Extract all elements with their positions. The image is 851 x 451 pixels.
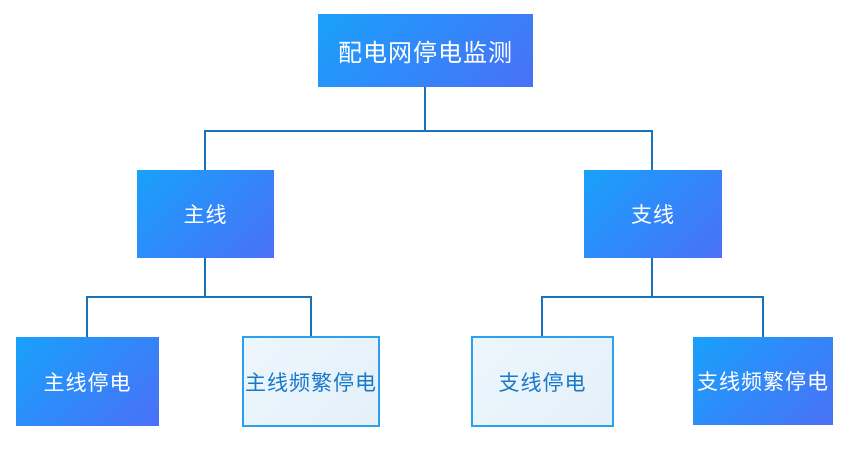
connector-line (204, 130, 206, 170)
connector-line (651, 258, 653, 298)
connector-line (762, 296, 764, 337)
connector-line (541, 296, 543, 336)
node-main-line-outage[interactable]: 主线停电 (16, 337, 159, 426)
node-branch-line-frequent-outage[interactable]: 支线频繁停电 (693, 337, 833, 425)
connector-line (651, 130, 653, 170)
connector-line (86, 296, 88, 337)
node-branch-line[interactable]: 支线 (584, 170, 722, 258)
node-main-line[interactable]: 主线 (137, 170, 274, 258)
node-branch-line-outage[interactable]: 支线停电 (471, 336, 614, 427)
node-main-line-frequent-outage[interactable]: 主线频繁停电 (242, 336, 380, 427)
connector-line (204, 258, 206, 298)
connector-line (310, 296, 312, 336)
connector-line (86, 296, 312, 298)
connector-line (204, 130, 653, 132)
connector-line (424, 87, 426, 131)
connector-line (541, 296, 764, 298)
node-root-outage-monitoring[interactable]: 配电网停电监测 (318, 14, 533, 87)
